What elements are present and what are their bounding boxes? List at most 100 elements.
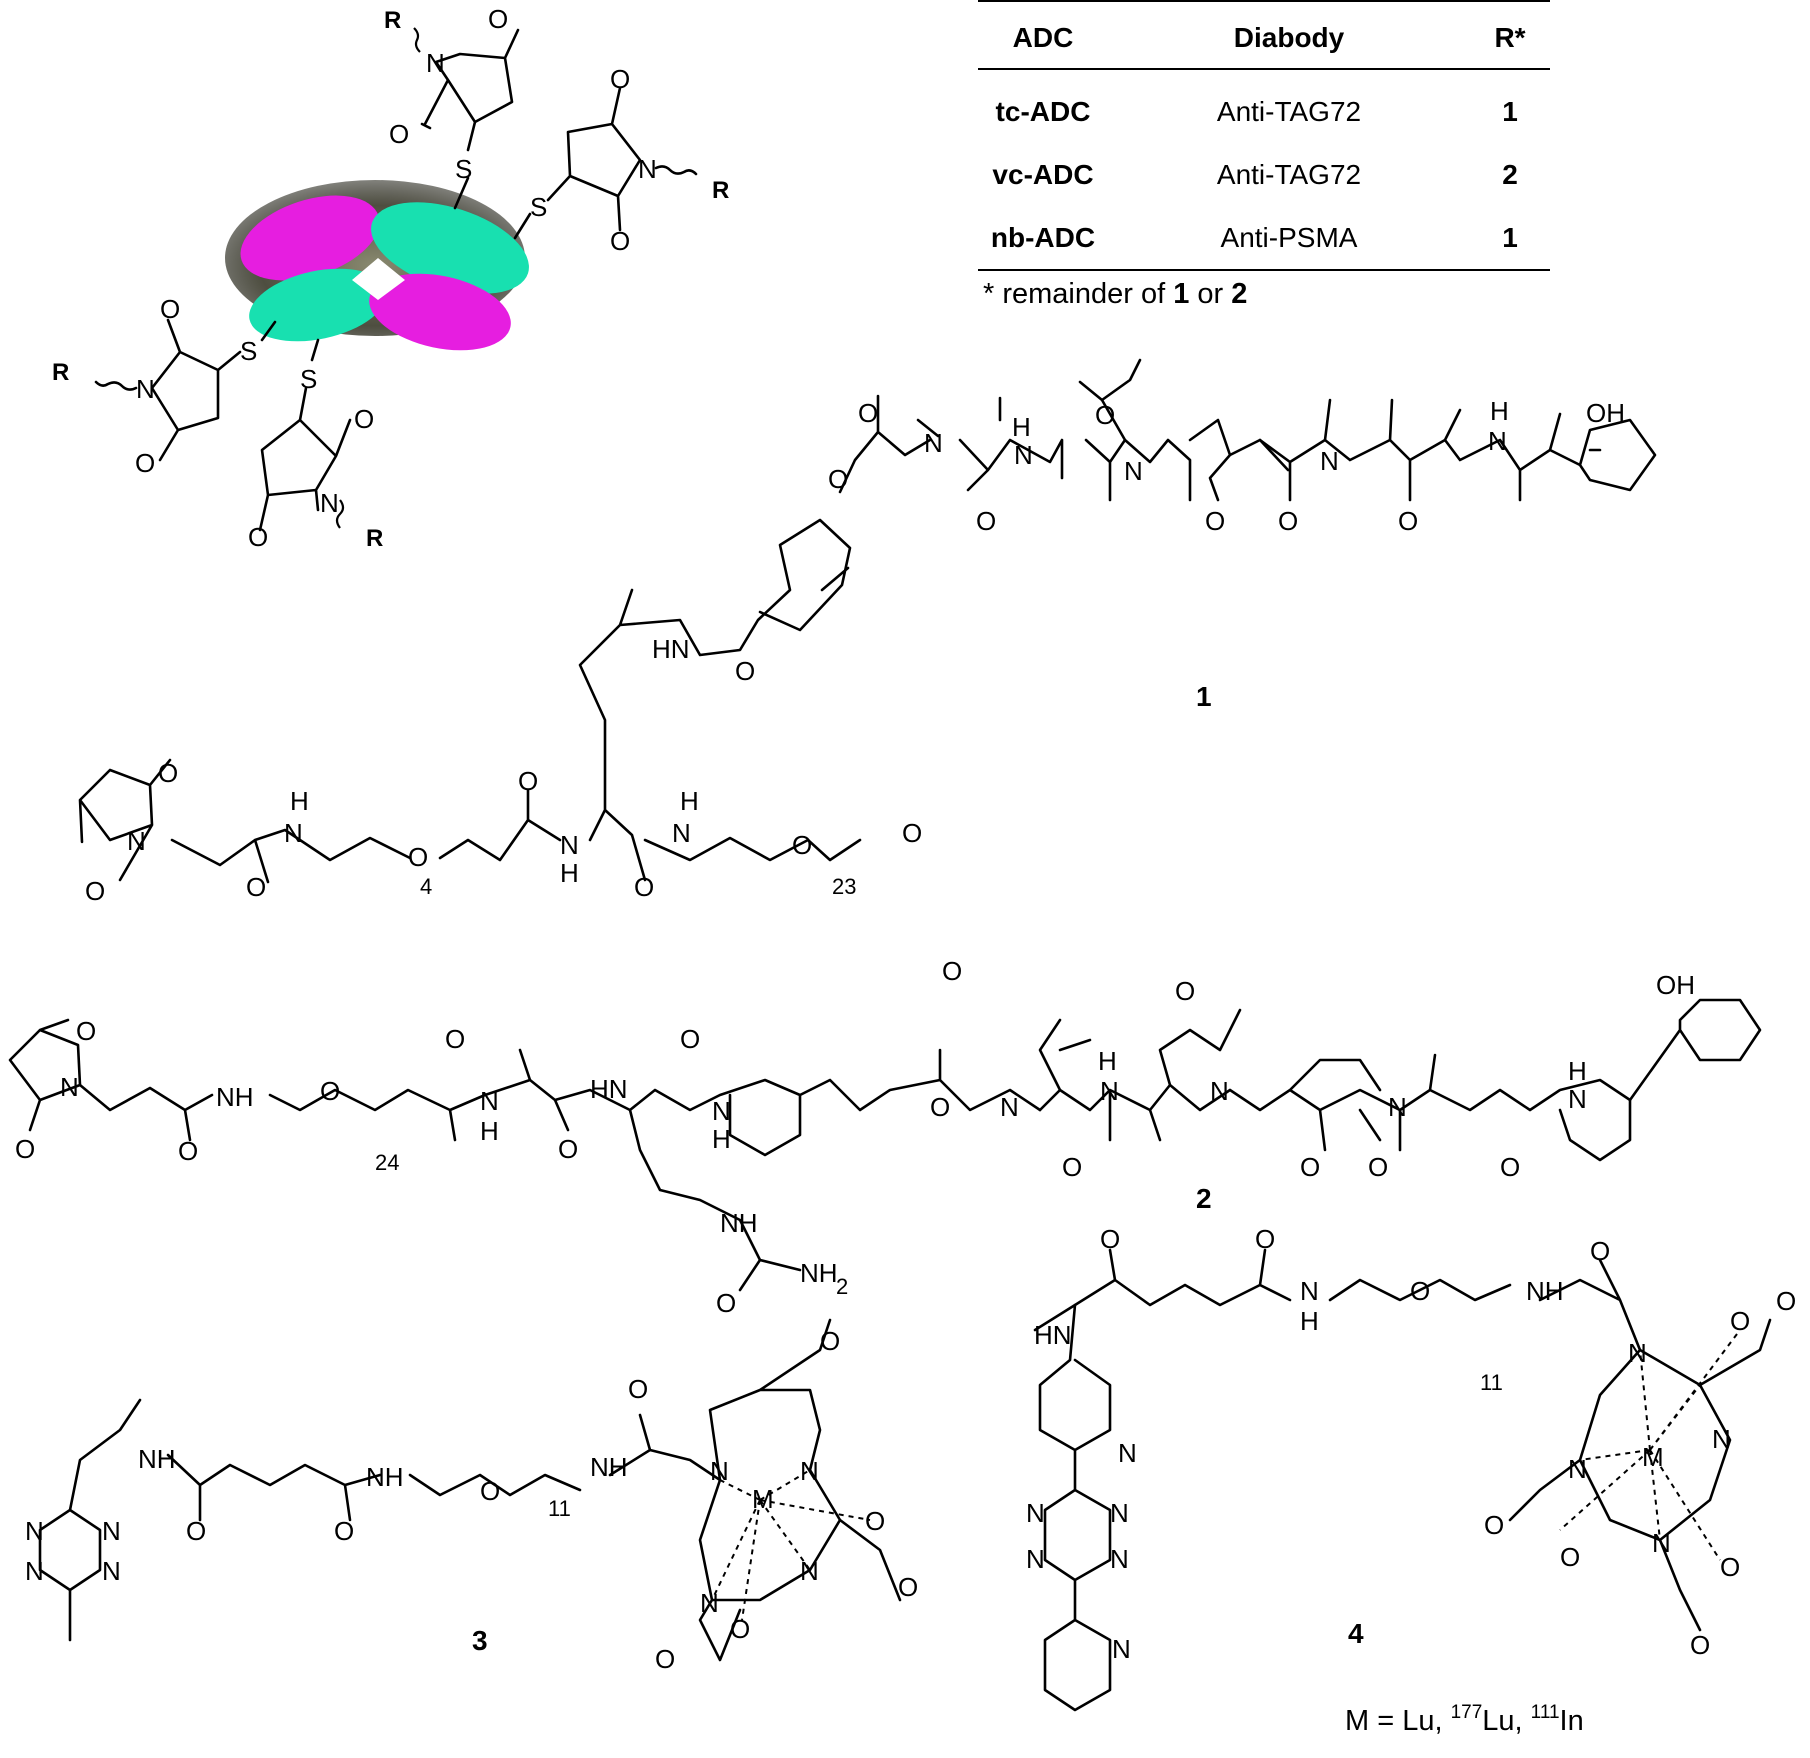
metal-center: M xyxy=(1642,1442,1664,1472)
hydroxyl-label: OH xyxy=(1656,970,1695,1000)
wavy-bond xyxy=(413,27,421,53)
oxygen-atom: O xyxy=(1500,1152,1520,1182)
nitrogen-atom: N xyxy=(710,1456,729,1486)
oxygen-atom: O xyxy=(828,464,848,494)
oxygen-atom: O xyxy=(735,656,755,686)
compound-3-structure: N N N N NH O O NH O 11 NH O N N N N M O … xyxy=(25,1318,918,1674)
oxygen-atom: O xyxy=(15,1134,35,1164)
oxygen-atom: O xyxy=(680,1024,700,1054)
compound-label-1: 1 xyxy=(1196,681,1212,712)
oxygen-atom: O xyxy=(628,1374,648,1404)
sulfur-atom: S xyxy=(300,364,317,394)
r-group-label: R xyxy=(52,359,69,386)
oxygen-atom: O xyxy=(820,1326,840,1356)
header-diabody: Diabody xyxy=(1108,0,1470,70)
amide-nh: H xyxy=(1012,412,1031,442)
nitrogen-atom: N xyxy=(1628,1338,1647,1368)
sulfur-atom: S xyxy=(530,192,547,222)
amide-nh: NH xyxy=(590,1452,628,1482)
amide-nh: H xyxy=(1490,396,1509,426)
nitrogen-atom: N xyxy=(1118,1438,1137,1468)
metal-center: M xyxy=(752,1484,774,1514)
oxygen-atom: O xyxy=(558,1134,578,1164)
nitrogen-atom: N xyxy=(1124,456,1143,486)
nitrogen-atom: N xyxy=(480,1086,499,1116)
nitrogen-atom: N xyxy=(127,826,146,856)
nitrogen-atom: N xyxy=(1712,1424,1731,1454)
amine-label: NH xyxy=(800,1258,838,1288)
oxygen-atom: O xyxy=(76,1016,96,1046)
oxygen-atom: O xyxy=(445,1024,465,1054)
nitrogen-atom: N xyxy=(1568,1454,1587,1484)
oxygen-atom: O xyxy=(389,119,409,149)
adc-table: ADC Diabody R* tc-ADC Anti-TAG72 1 vc-AD… xyxy=(978,0,1550,271)
oxygen-atom: O xyxy=(160,294,180,324)
nitrogen-atom: N xyxy=(426,48,445,78)
nitrogen-atom: N xyxy=(1112,1634,1131,1664)
nitrogen-atom: N xyxy=(1100,1076,1119,1106)
oxygen-atom: O xyxy=(1776,1286,1796,1316)
oxygen-atom: O xyxy=(902,818,922,848)
table-row: tc-ADC Anti-TAG72 1 xyxy=(978,69,1550,143)
oxygen-atom: O xyxy=(1368,1152,1388,1182)
oxygen-atom: O xyxy=(518,766,538,796)
amide-nh: HN xyxy=(652,634,690,664)
nitrogen-atom: N xyxy=(800,1456,819,1486)
diabody-domain-magenta xyxy=(240,195,380,281)
nitrogen-atom: N xyxy=(1110,1544,1129,1574)
nitrogen-atom: N xyxy=(102,1516,121,1546)
amide-nh: H xyxy=(1568,1056,1587,1086)
table-row: vc-ADC Anti-TAG72 2 xyxy=(978,143,1550,206)
amide-nh: NH xyxy=(1526,1276,1564,1306)
compound-2-structure: O N O O NH O 24 O N H O HN O N H NH O NH… xyxy=(8,956,1762,1318)
amide-nh: NH xyxy=(138,1444,176,1474)
r-group-label: R xyxy=(384,7,401,34)
nitrogen-atom: N xyxy=(1568,1084,1587,1114)
peg-repeat-11: 11 xyxy=(1480,1370,1503,1395)
amide-nh: H xyxy=(680,786,699,816)
amide-nh: H xyxy=(1098,1046,1117,1076)
oxygen-atom: O xyxy=(1062,1152,1082,1182)
r-group-label: R xyxy=(366,525,383,552)
header-r: R* xyxy=(1470,0,1550,70)
peg-repeat-11: 11 xyxy=(548,1496,571,1521)
oxygen-atom: O xyxy=(792,830,812,860)
oxygen-atom: O xyxy=(186,1516,206,1546)
peg-repeat-23: 23 xyxy=(832,874,856,899)
compound-4-structure: HN O N N N N N N O N H O 11 NH O N N N N… xyxy=(1026,1224,1796,1712)
cell-adc: nb-ADC xyxy=(978,206,1108,271)
compound-label-4: 4 xyxy=(1348,1618,1364,1649)
oxygen-atom: O xyxy=(1730,1306,1750,1336)
sulfur-atom: S xyxy=(240,336,257,366)
amide-nh: H xyxy=(1300,1306,1319,1336)
oxygen-atom: O xyxy=(1590,1236,1610,1266)
cell-adc: vc-ADC xyxy=(992,158,1094,190)
nitrogen-atom: N xyxy=(712,1096,731,1126)
nitrogen-atom: N xyxy=(924,428,943,458)
diabody-cavity xyxy=(352,258,405,300)
oxygen-atom: O xyxy=(716,1288,736,1318)
cell-r: 1 xyxy=(1470,206,1550,271)
peg-repeat-24: 24 xyxy=(375,1150,399,1175)
oxygen-atom: O xyxy=(942,956,962,986)
nitrogen-atom: N xyxy=(800,1556,819,1586)
oxygen-atom: O xyxy=(158,758,178,788)
oxygen-atom: O xyxy=(1278,506,1298,536)
compound-1-structure: O N O O H N O 4 O N H O H N O 23 O HN O … xyxy=(78,358,1657,906)
amide-nh: H xyxy=(290,786,309,816)
oxygen-atom: O xyxy=(1095,400,1115,430)
cell-r: 1 xyxy=(1502,95,1518,127)
oxygen-atom: O xyxy=(730,1614,750,1644)
nitrogen-atom: NH xyxy=(720,1208,758,1238)
oxygen-atom: O xyxy=(178,1136,198,1166)
oxygen-atom: O xyxy=(480,1476,500,1506)
oxygen-atom: O xyxy=(1720,1552,1740,1582)
nitrogen-atom: N xyxy=(1026,1544,1045,1574)
oxygen-atom: O xyxy=(488,4,508,34)
oxygen-atom: O xyxy=(246,872,266,902)
table-row: nb-ADC Anti-PSMA 1 xyxy=(978,206,1550,271)
nitrogen-atom: N xyxy=(1014,440,1033,470)
nitrogen-atom: N xyxy=(638,154,657,184)
oxygen-atom: O xyxy=(85,876,105,906)
